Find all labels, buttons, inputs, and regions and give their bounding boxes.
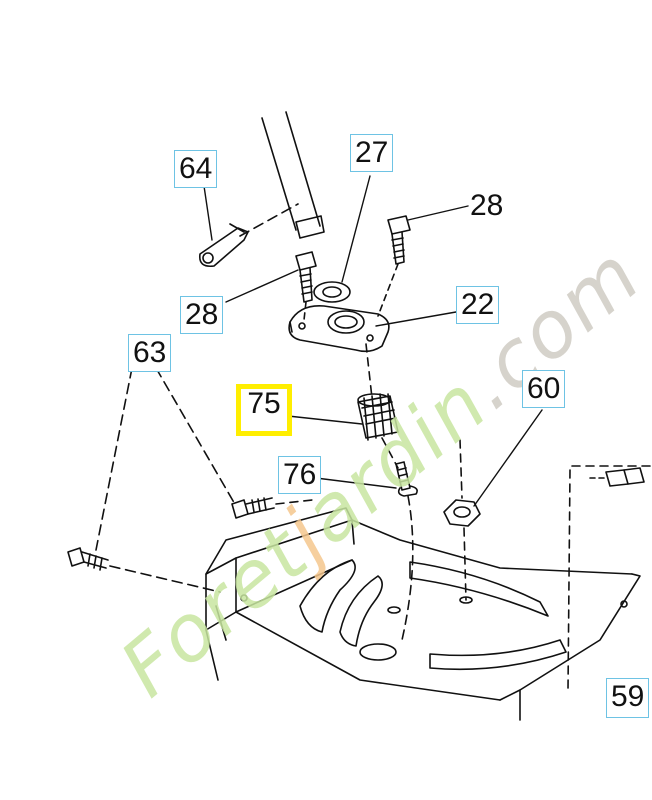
hex-nut xyxy=(443,499,481,527)
washer xyxy=(313,281,351,303)
leader-75 xyxy=(287,415,363,425)
leader-28-right xyxy=(407,205,469,221)
leader-22 xyxy=(375,311,457,327)
callout-63: 63 xyxy=(128,334,172,372)
shoulder-bolt xyxy=(395,461,418,497)
leader-63-lower xyxy=(95,367,133,551)
bolt-63-lower xyxy=(67,547,109,571)
leader-60 xyxy=(473,409,543,507)
callout-64: 64 xyxy=(174,150,218,188)
callout-59-partial: 59 xyxy=(606,678,650,718)
callout-28-left: 28 xyxy=(180,296,224,334)
bracket-plate xyxy=(288,305,390,353)
bolt-left xyxy=(295,251,317,303)
callout-27: 27 xyxy=(350,134,394,172)
bolt-63-upper xyxy=(231,497,275,519)
callout-28-right: 28 xyxy=(470,189,504,222)
leader-28-left xyxy=(225,269,299,303)
cotter-pin xyxy=(198,223,249,268)
callout-76: 76 xyxy=(278,456,322,494)
pinion-gear xyxy=(357,393,399,441)
leader-63-upper xyxy=(155,367,237,507)
partial-part-59 xyxy=(567,465,652,691)
callout-75-highlighted: 75 xyxy=(236,384,292,436)
leader-64 xyxy=(203,185,213,241)
leader-76 xyxy=(315,477,397,489)
main-plate xyxy=(205,507,641,721)
callout-22: 22 xyxy=(456,286,500,324)
steering-rod xyxy=(261,111,325,239)
leader-27 xyxy=(341,175,371,283)
callout-60: 60 xyxy=(522,370,566,408)
bolt-right xyxy=(387,215,411,265)
